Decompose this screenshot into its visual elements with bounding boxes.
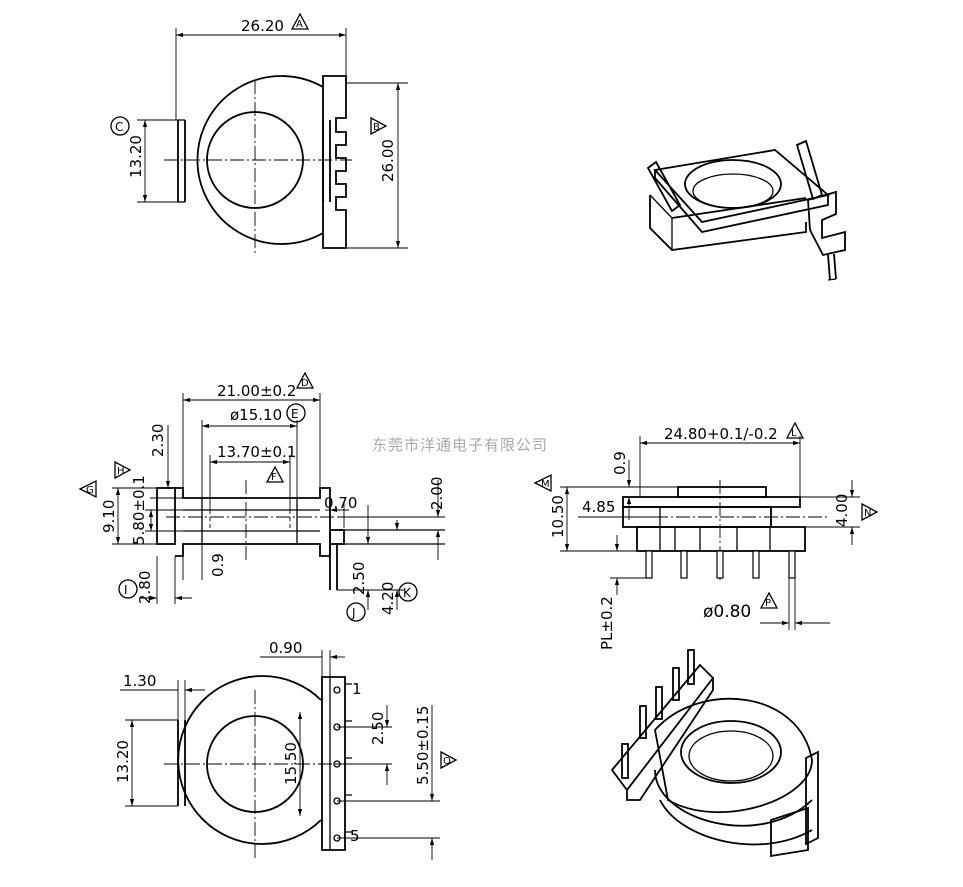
tag-l-triangle [785,421,805,439]
dim-2-00: 2.00 [428,477,446,510]
bottom-view-pin-rail [321,676,346,851]
pin-number-5: 5 [350,827,360,845]
dim-4-85: 4.85 [582,498,615,516]
tag-d-label: D [301,378,309,389]
tag-c-label: C [115,120,123,134]
tag-n-triangle [861,502,879,522]
dim-0-9-side: 0.9 [209,553,227,577]
dim-26-00: 26.00 [379,139,397,182]
isometric-view-bottom [610,649,819,858]
dim-26-20: 26.20 [241,17,284,35]
tag-c-circle [110,116,130,136]
dim-0-9-front: 0.9 [611,451,629,475]
dim-2-30: 2.30 [149,424,167,457]
tag-h-label: H [117,466,125,477]
dim-2-50-side: 2.50 [350,562,368,595]
dim-15-10: ø15.10 [230,406,282,424]
dim-pl: PL±0.2 [598,596,616,650]
dim-2-80: 2.80 [136,571,154,604]
tag-b-label: B [373,122,380,133]
tag-k-circle [398,582,418,602]
dim-15-50: 15.50 [282,742,300,785]
isometric-view-top [646,139,846,281]
tag-i-circle [118,579,138,599]
tag-o-triangle [440,750,458,770]
tag-p-label: P [765,598,771,609]
front-view: 24.80+0.1/-0.2 L 0.9 M 10.50 4.85 4.00 N… [533,421,879,650]
watermark-text: 东莞市洋通电子有限公司 [372,436,548,454]
tag-e-circle [286,403,306,423]
tag-f-label: F [271,472,277,483]
tag-j-label: J [351,606,356,620]
top-view-pin-flange [322,75,347,249]
tag-m-label: M [541,479,550,490]
bottom-view: 1 5 0.90 1.30 13.20 15.50 2.50 5.50±0.15… [114,639,458,860]
dim-pin-diameter: ø0.80 [703,602,751,622]
tag-a-triangle [290,12,310,30]
dim-4-00: 4.00 [833,494,851,527]
tag-e-label: E [291,407,299,421]
tag-i-label: I [124,583,128,597]
dim-13-70: 13.70±0.1 [217,443,296,461]
tag-g-triangle [78,479,97,499]
dim-24-80: 24.80+0.1/-0.2 [664,425,778,443]
tag-o-label: O [443,756,451,767]
pin-number-1: 1 [352,680,362,698]
tag-g-label: G [86,485,94,496]
tag-n-label: N [864,508,871,519]
tag-k-label: K [403,586,412,600]
tag-h-triangle [114,460,132,480]
dim-9-10: 9.10 [100,500,118,533]
dim-21-00: 21.00±0.2 [217,382,296,400]
dim-1-30: 1.30 [123,672,156,690]
tag-l-label: L [791,428,797,439]
tag-j-circle [346,602,366,622]
top-view: 26.20 A 26.00 B 13.20 C [110,12,408,255]
dim-13-20-bottom: 13.20 [114,740,132,783]
tag-m-triangle [533,473,552,493]
tag-b-triangle [370,116,388,136]
tag-d-triangle [295,371,315,389]
tag-a-label: A [296,19,303,30]
dim-4-20: 4.20 [379,582,397,615]
dim-0-70: 0.70 [324,494,357,512]
side-view: 21.00±0.2 D ø15.10 E 13.70±0.1 F 2.30 H … [78,371,446,622]
dim-5-50: 5.50±0.15 [414,706,432,785]
dim-0-90: 0.90 [269,639,302,657]
dim-5-80: 5.80±0.1 [130,475,148,545]
dim-13-20-top: 13.20 [127,135,145,178]
dim-2-50-bottom: 2.50 [369,712,387,745]
tag-f-triangle [265,465,285,483]
tag-p-triangle [759,591,779,609]
dim-10-50: 10.50 [549,495,567,538]
